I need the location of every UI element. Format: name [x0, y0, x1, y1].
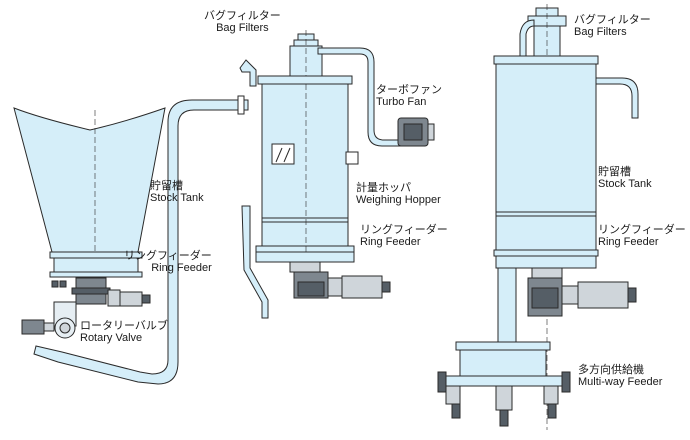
label-en: Ring Feeder: [360, 236, 421, 249]
weighing-hopper: [255, 75, 359, 300]
label-jp: 計量ホッパ: [356, 181, 411, 194]
label-rotary-valve: ロータリーバルブ Rotary Valve: [80, 319, 168, 345]
right-stock-tank: [493, 55, 599, 257]
multi-way-feeder: [437, 341, 571, 427]
label-en: Stock Tank: [598, 178, 652, 191]
label-en: Ring Feeder: [598, 236, 659, 249]
label-jp: 貯留槽: [150, 179, 183, 192]
label-turbo-fan: ターボファン Turbo Fan: [376, 83, 442, 109]
label-en: Ring Feeder: [151, 262, 212, 275]
label-jp: バグフィルター: [204, 9, 281, 22]
label-stock-tank-left: 貯留槽 Stock Tank: [150, 179, 204, 205]
label-jp: 貯留槽: [598, 165, 631, 178]
label-bag-filters-middle: バグフィルター Bag Filters: [204, 9, 281, 35]
label-en: Bag Filters: [216, 22, 269, 35]
right-drop-column: [497, 267, 517, 351]
label-ring-feeder-left: リングフィーダー Ring Feeder: [124, 249, 212, 275]
label-jp: バグフィルター: [574, 13, 651, 26]
left-transport-pipe: [33, 95, 249, 385]
label-jp: リングフィーダー: [124, 249, 212, 262]
label-ring-feeder-right: リングフィーダー Ring Feeder: [598, 223, 686, 249]
label-jp: リングフィーダー: [360, 223, 448, 236]
middle-inlet-funnel: [239, 59, 257, 87]
label-en: Rotary Valve: [80, 332, 143, 345]
label-jp: リングフィーダー: [598, 223, 686, 236]
middle-discharge-chute: [241, 205, 269, 319]
label-multi-way-feeder: 多方向供給機 Multi-way Feeder: [578, 363, 663, 389]
label-bag-filters-right: バグフィルター Bag Filters: [574, 13, 651, 39]
label-jp: ロータリーバルブ: [80, 319, 168, 332]
label-stock-tank-right: 貯留槽 Stock Tank: [598, 165, 652, 191]
label-jp: ターボファン: [376, 83, 442, 96]
label-weighing-hopper: 計量ホッパ Weighing Hopper: [356, 181, 441, 207]
label-en: Weighing Hopper: [356, 194, 441, 207]
label-en: Bag Filters: [574, 26, 627, 39]
label-en: Turbo Fan: [376, 96, 427, 109]
label-en: Multi-way Feeder: [578, 376, 663, 389]
left-ring-feeder: [49, 251, 151, 307]
right-side-pipe: [595, 77, 639, 119]
middle-bag-filter: [285, 30, 327, 81]
left-stock-tank: [13, 107, 166, 290]
middle-ring-feeder: [255, 251, 391, 299]
turbo-fan: [397, 117, 435, 147]
label-ring-feeder-middle: リングフィーダー Ring Feeder: [360, 223, 448, 249]
rotary-valve: [21, 301, 77, 339]
label-en: Stock Tank: [150, 192, 204, 205]
right-ring-feeder: [495, 255, 637, 317]
label-jp: 多方向供給機: [578, 363, 644, 376]
